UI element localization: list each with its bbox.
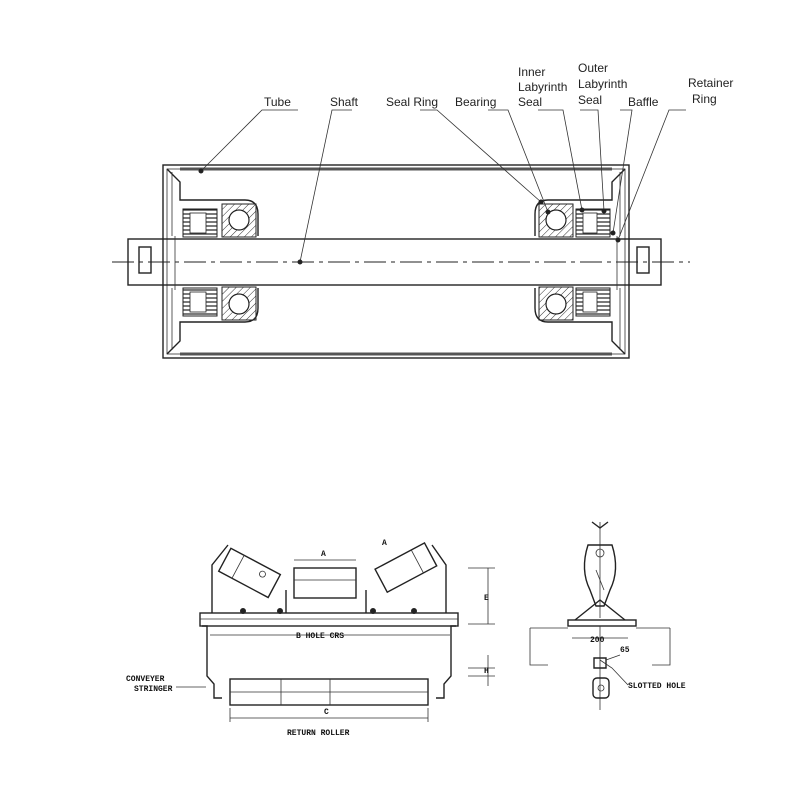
label-inner-labyrinth-2: Labyrinth (518, 80, 567, 94)
label-retainer-ring-2: Ring (692, 92, 717, 106)
idler-roller-section: Tube Shaft Seal Ring Bearing Inner Labyr… (112, 61, 733, 359)
label-bearing: Bearing (455, 95, 496, 109)
label-conveyer-stringer-2: STRINGER (134, 685, 173, 694)
dim-h: H (484, 667, 489, 676)
label-retainer-ring-1: Retainer (688, 76, 733, 90)
dim-b-hole-crs: B HOLE CRS (296, 632, 344, 641)
dim-c: C (324, 708, 329, 717)
label-seal-ring: Seal Ring (386, 95, 438, 109)
right-end-housing (534, 168, 626, 355)
left-end-housing (166, 168, 259, 355)
bracket-side-view: 200 65 SLOTTED HOLE (529, 521, 686, 710)
label-outer-labyrinth-1: Outer (578, 61, 608, 75)
dim-a-center: A (321, 550, 326, 559)
label-outer-labyrinth-2: Labyrinth (578, 77, 627, 91)
label-tube: Tube (264, 95, 291, 109)
label-outer-labyrinth-3: Seal (578, 93, 602, 107)
dim-200: 200 (590, 636, 605, 645)
label-conveyer-stringer-1: CONVEYER (126, 675, 165, 684)
component-labels: Tube Shaft Seal Ring Bearing Inner Labyr… (264, 61, 733, 109)
shaft (112, 236, 690, 290)
label-slotted-hole: SLOTTED HOLE (628, 682, 686, 691)
label-inner-labyrinth-3: Seal (518, 95, 542, 109)
dim-65: 65 (620, 646, 630, 655)
label-return-roller: RETURN ROLLER (287, 729, 350, 738)
label-baffle: Baffle (628, 95, 659, 109)
dim-e: E (484, 594, 489, 603)
troughing-idler-front-view: A A B HOLE CRS E H C RETURN ROLLER CONVE… (126, 539, 495, 738)
label-shaft: Shaft (330, 95, 359, 109)
leader-lines (198, 109, 686, 265)
label-inner-labyrinth-1: Inner (518, 65, 545, 79)
dim-a-wing: A (382, 539, 387, 548)
